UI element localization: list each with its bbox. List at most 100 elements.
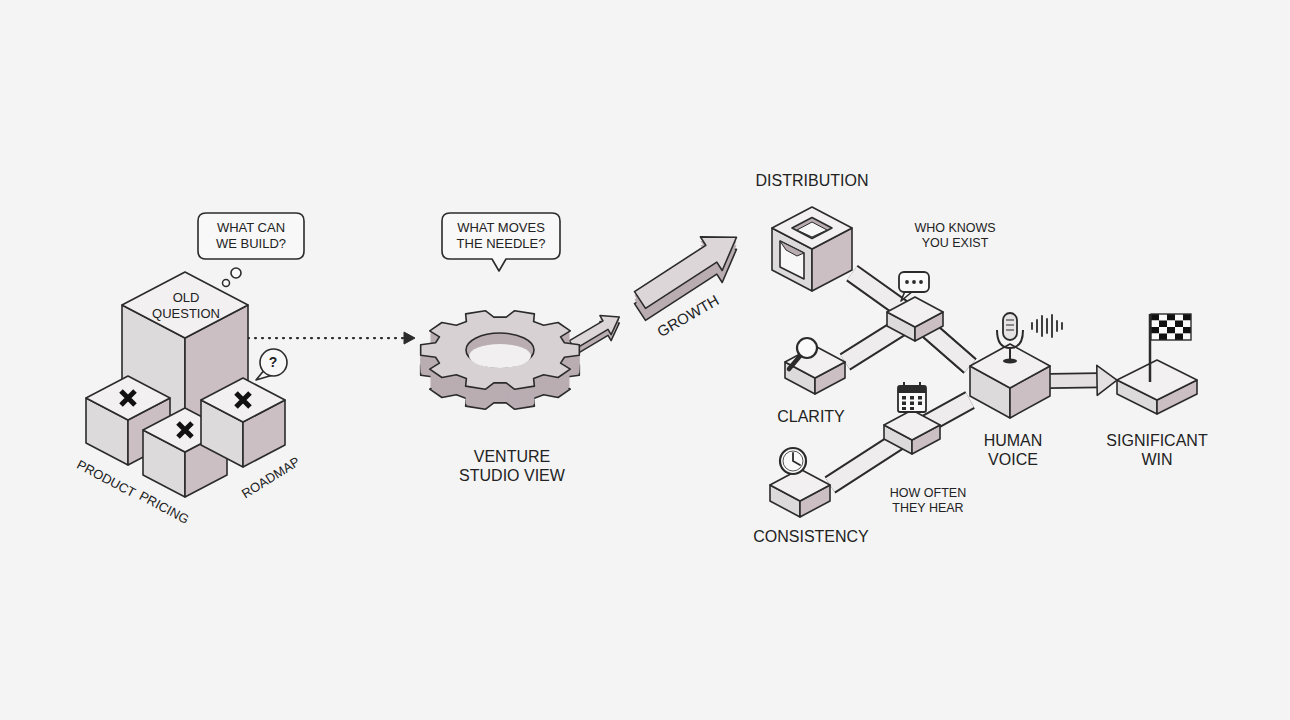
calendar-cell [902, 396, 906, 400]
thought-bubble: WHAT CAN WE BUILD? [198, 213, 304, 259]
finish-block: SIGNIFICANT WIN [1117, 312, 1197, 414]
x-mark [236, 393, 250, 407]
clock-hands [793, 453, 800, 465]
junction-block [887, 297, 943, 327]
speech-bubble [198, 213, 304, 259]
annotation: HOW OFTEN THEY HEAR [883, 486, 973, 516]
thought-dot [223, 280, 230, 287]
sound-wave [1056, 321, 1058, 331]
arrow-head [404, 332, 415, 344]
sound-wave [1036, 320, 1038, 332]
flag-check [1183, 314, 1191, 321]
gear-hole [466, 333, 534, 367]
node-text: VENTURE STUDIO VIEW [452, 447, 572, 485]
flag-check [1159, 327, 1167, 334]
mic-stem [1009, 348, 1011, 360]
flag-check [1151, 321, 1159, 328]
thought-dot [231, 268, 241, 278]
growth-arrow [635, 237, 737, 309]
flag-check [1175, 314, 1183, 321]
chat-dot [912, 280, 916, 284]
distribution-cube: DISTRIBUTION [772, 207, 852, 291]
node-shape [785, 346, 845, 394]
sound-wave [1046, 319, 1048, 333]
gear-face [421, 311, 580, 390]
calendar-ring [903, 382, 905, 389]
node-shape [970, 344, 1050, 418]
sound-wave [1061, 323, 1063, 329]
flag-border [1151, 314, 1191, 340]
speech-bubble: WHAT MOVES THE NEEDLE? [442, 213, 560, 259]
calendar-cell [910, 407, 914, 410]
node-text: HUMAN VOICE [968, 431, 1058, 469]
arrow-label: GROWTH [654, 291, 722, 341]
sound-wave [1051, 315, 1053, 337]
mic-capsule [1003, 313, 1017, 340]
calendar-cell [902, 407, 906, 410]
clarity-block: CLARITY [785, 346, 845, 394]
node-text: DISTRIBUTION [756, 171, 869, 190]
cube-window [780, 241, 804, 256]
cube-top-face [970, 344, 1050, 388]
mic-grille [1006, 320, 1014, 321]
connector [1050, 365, 1117, 395]
cube-top-face [86, 376, 170, 420]
chat-dot [919, 280, 923, 284]
thick-arrow-outline [1050, 372, 1099, 389]
calendar-cell [910, 402, 914, 406]
speech-bubble [442, 213, 560, 271]
cube-top-face [770, 469, 830, 501]
mic-grille [1006, 325, 1014, 326]
flag-check [1159, 321, 1167, 328]
flag-check [1159, 314, 1167, 321]
calendar-cell [918, 396, 922, 400]
thick-arrow-fill [1050, 374, 1099, 387]
node-text: OLD QUESTION [140, 290, 232, 321]
cube-window [797, 222, 827, 237]
crossed-cube: ROADMAP [201, 378, 285, 467]
consistency-block: CONSISTENCY [770, 469, 830, 517]
node-shape [201, 378, 285, 467]
flag-check [1151, 314, 1159, 321]
calendar-cell [910, 396, 914, 400]
annotation: WHO KNOWS YOU EXIST [905, 221, 1005, 251]
arrow-head [1097, 365, 1117, 395]
cube-top-face [201, 378, 285, 422]
flag-check [1183, 327, 1191, 334]
flag-check [1167, 314, 1175, 321]
flag-check [1151, 327, 1159, 334]
clock-ring [783, 451, 803, 471]
node-text: SIGNIFICANT WIN [1097, 431, 1217, 469]
node-text: ? [269, 354, 278, 371]
node-shape [1117, 312, 1197, 414]
gear: VENTURE STUDIO VIEW [415, 305, 585, 417]
calendar-header [898, 386, 926, 393]
node-text: CLARITY [777, 407, 845, 426]
flag-check [1167, 321, 1175, 328]
chat-icon [899, 272, 929, 292]
flag-check [1167, 327, 1175, 334]
node-text: WHAT CAN WE BUILD? [209, 220, 293, 251]
flag-check [1183, 321, 1191, 328]
human-voice-block: HUMAN VOICE [970, 344, 1050, 418]
sound-wave [1031, 323, 1033, 329]
calendar-cell [902, 402, 906, 406]
flag-check [1159, 334, 1167, 341]
dotted-connector [248, 337, 406, 339]
calendar-ring [919, 382, 921, 389]
mic-grille [1006, 330, 1014, 331]
node-shape [415, 305, 585, 417]
flag-check [1167, 334, 1175, 341]
question-bubble [260, 349, 287, 376]
calendar-icon [898, 386, 926, 412]
cube-window [780, 241, 804, 279]
question-bubble: ? [260, 349, 287, 376]
junction-block [884, 410, 940, 440]
gear-hole-floor [469, 344, 531, 368]
chat-dot [905, 280, 909, 284]
cube-window [792, 218, 832, 239]
calendar-cell [918, 402, 922, 406]
connector [248, 332, 415, 344]
x-mark [121, 391, 135, 405]
